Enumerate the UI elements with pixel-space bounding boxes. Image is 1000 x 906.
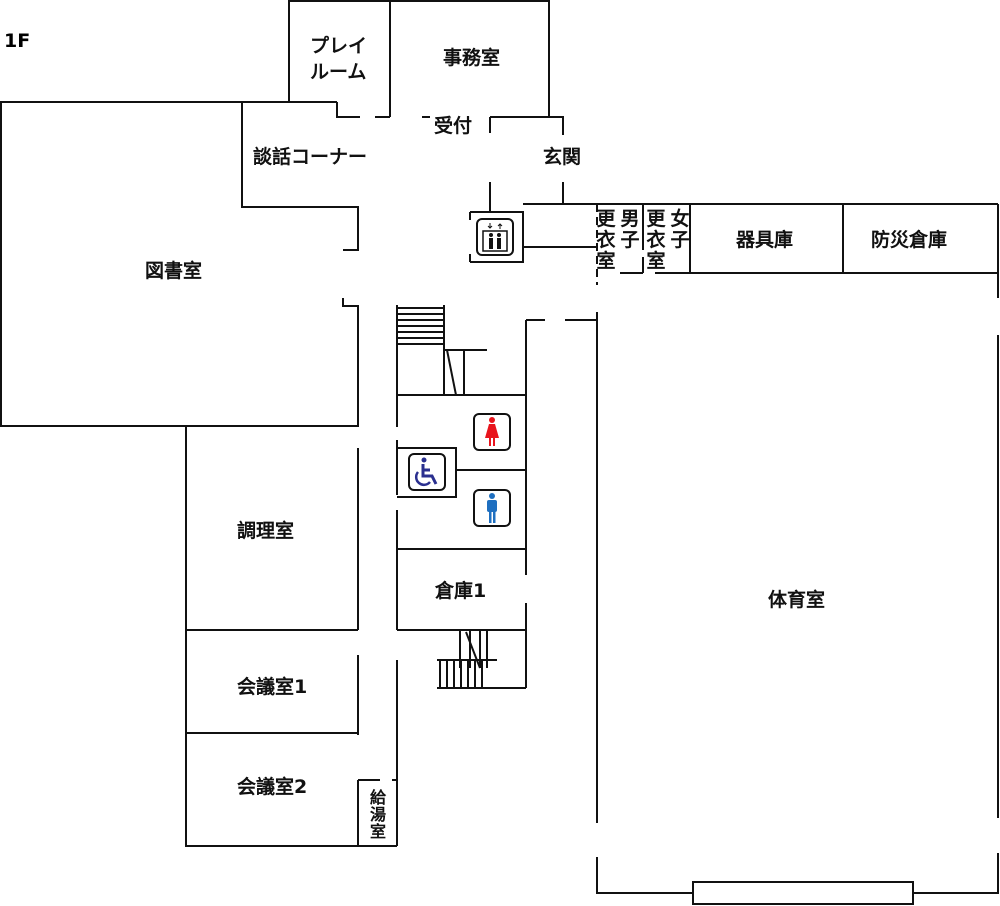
room-office: 事務室: [443, 47, 501, 69]
room-cooking: 調理室: [237, 520, 295, 542]
room-meeting2: 会議室2: [237, 776, 308, 798]
room-storage1: 倉庫1: [435, 580, 487, 602]
male-toilet-icon: [473, 489, 511, 527]
room-mens-label: 男子: [620, 208, 640, 251]
room-womens-changing: 更衣室: [646, 208, 666, 272]
elevator-icon: [476, 218, 514, 256]
room-equipment-storage: 器具庫: [736, 229, 794, 251]
room-reception: 受付: [434, 115, 473, 137]
room-kitchenette: 給湯室: [369, 788, 386, 841]
room-play-room: プレイ ルーム: [310, 35, 368, 83]
room-entrance: 玄関: [543, 146, 582, 168]
room-gym: 体育室: [768, 589, 826, 611]
female-toilet-icon: [473, 413, 511, 451]
room-disaster-storage: 防災倉庫: [871, 229, 948, 251]
room-mens-changing: 更衣室: [596, 208, 616, 272]
room-womens-label: 女子: [670, 208, 690, 251]
wheelchair-icon: [408, 453, 446, 491]
room-meeting1: 会議室1: [237, 676, 308, 698]
floor-label: 1F: [4, 30, 31, 52]
room-library: 図書室: [145, 260, 203, 282]
room-lounge: 談話コーナー: [253, 146, 368, 168]
